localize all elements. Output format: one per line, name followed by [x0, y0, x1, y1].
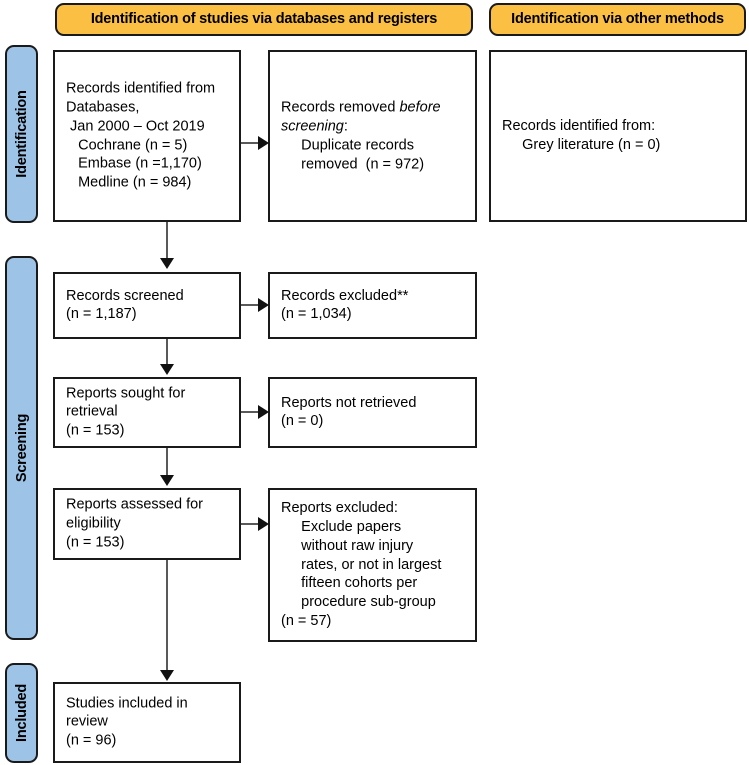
- arrowhead-sought-to-not-retrieved: [258, 405, 269, 419]
- records-excluded-line1: Records excluded**: [281, 287, 409, 304]
- box-records-screened: Records screened (n = 1,187): [53, 272, 241, 339]
- box-records-identified-text: Records identified from Databases, Jan 2…: [66, 79, 231, 192]
- reports-sought-line1: Reports sought for: [66, 385, 186, 402]
- records-identified-line6: Medline (n = 984): [66, 174, 192, 191]
- reports-excluded-line4: rates, or not in largest: [281, 556, 442, 573]
- reports-excluded-line6: procedure sub-group: [281, 594, 436, 611]
- reports-assessed-line2: eligibility: [66, 515, 121, 532]
- connector-identified-to-removed: [241, 142, 261, 144]
- box-records-screened-text: Records screened (n = 1,187): [66, 287, 231, 325]
- box-reports-excluded-text: Reports excluded: Exclude papers without…: [281, 499, 467, 631]
- studies-included-line2: review: [66, 714, 108, 731]
- phase-label-screening-text: Screening: [13, 413, 30, 483]
- records-removed-detail1: Duplicate records: [281, 137, 414, 153]
- reports-not-retrieved-line1: Reports not retrieved: [281, 394, 417, 411]
- records-identified-line4: Cochrane (n = 5): [66, 137, 188, 153]
- arrowhead-screened-to-sought: [160, 364, 174, 375]
- reports-sought-line3: (n = 153): [66, 422, 125, 439]
- connector-assessed-to-included: [166, 560, 168, 675]
- phase-label-identification: Identification: [5, 45, 38, 223]
- studies-included-line3: (n = 96): [66, 732, 117, 749]
- box-reports-assessed-text: Reports assessed for eligibility (n = 15…: [66, 496, 231, 553]
- box-records-excluded-text: Records excluded** (n = 1,034): [281, 287, 467, 325]
- arrowhead-assessed-to-excluded: [258, 517, 269, 531]
- reports-excluded-line3: without raw injury: [281, 537, 414, 554]
- reports-sought-line2: retrieval: [66, 404, 118, 421]
- header-databases-registers-label: Identification of studies via databases …: [90, 10, 438, 27]
- box-other-identified: Records identified from: Grey literature…: [489, 50, 747, 222]
- box-reports-not-retrieved-text: Reports not retrieved (n = 0): [281, 394, 467, 432]
- box-records-removed-text: Records removed before screening: Duplic…: [281, 98, 467, 173]
- arrowhead-assessed-to-included: [160, 670, 174, 681]
- arrowhead-identified-to-screened: [160, 258, 174, 269]
- records-screened-line2: (n = 1,187): [66, 306, 137, 323]
- reports-not-retrieved-line2: (n = 0): [281, 413, 324, 430]
- connector-sought-to-not-retrieved: [241, 411, 261, 413]
- box-reports-excluded: Reports excluded: Exclude papers without…: [268, 488, 477, 642]
- arrowhead-sought-to-assessed: [160, 475, 174, 486]
- box-reports-sought-text: Reports sought for retrieval (n = 153): [66, 384, 231, 441]
- other-identified-line2: Grey literature (n = 0): [502, 137, 661, 153]
- records-excluded-line2: (n = 1,034): [281, 306, 352, 323]
- records-removed-emphasis: before screening: [281, 99, 445, 135]
- reports-excluded-line7: (n = 57): [281, 613, 332, 630]
- connector-identified-to-screened: [166, 222, 168, 264]
- connector-screened-to-sought: [166, 339, 168, 369]
- connector-sought-to-assessed: [166, 448, 168, 480]
- box-reports-sought: Reports sought for retrieval (n = 153): [53, 377, 241, 448]
- header-other-methods-label: Identification via other methods: [511, 10, 724, 27]
- box-records-excluded: Records excluded** (n = 1,034): [268, 272, 477, 339]
- reports-assessed-line1: Reports assessed for: [66, 496, 204, 513]
- records-removed-colon: :: [343, 118, 348, 135]
- connector-assessed-to-excluded: [241, 523, 261, 525]
- box-reports-assessed: Reports assessed for eligibility (n = 15…: [53, 488, 241, 560]
- reports-excluded-line2: Exclude papers: [281, 518, 402, 535]
- records-identified-line5: Embase (n =1,170): [66, 155, 202, 172]
- records-removed-detail2: removed (n = 972): [281, 155, 425, 172]
- box-records-identified: Records identified from Databases, Jan 2…: [53, 50, 241, 222]
- records-removed-lead: Records removed: [281, 99, 400, 116]
- phase-label-included-text: Included: [13, 683, 30, 743]
- studies-included-line1: Studies included in: [66, 695, 188, 712]
- reports-excluded-line1: Reports excluded:: [281, 500, 398, 517]
- header-other-methods: Identification via other methods: [489, 3, 746, 36]
- box-studies-included-text: Studies included in review (n = 96): [66, 694, 231, 751]
- reports-excluded-line5: fifteen cohorts per: [281, 575, 418, 592]
- phase-label-included: Included: [5, 663, 38, 763]
- records-identified-line3: Jan 2000 – Oct 2019: [66, 118, 205, 135]
- box-reports-not-retrieved: Reports not retrieved (n = 0): [268, 377, 477, 448]
- box-studies-included: Studies included in review (n = 96): [53, 682, 241, 763]
- box-records-removed: Records removed before screening: Duplic…: [268, 50, 477, 222]
- arrowhead-identified-to-removed: [258, 136, 269, 150]
- box-other-identified-text: Records identified from: Grey literature…: [502, 117, 737, 155]
- connector-screened-to-excluded: [241, 304, 261, 306]
- reports-assessed-line3: (n = 153): [66, 534, 125, 551]
- phase-label-screening: Screening: [5, 256, 38, 640]
- arrowhead-screened-to-excluded: [258, 298, 269, 312]
- phase-label-identification-text: Identification: [13, 90, 30, 178]
- records-screened-line1: Records screened: [66, 287, 184, 304]
- records-identified-line2: Databases,: [66, 99, 140, 116]
- header-databases-registers: Identification of studies via databases …: [55, 3, 473, 36]
- other-identified-line1: Records identified from:: [502, 118, 656, 135]
- records-identified-line1: Records identified from: [66, 80, 216, 97]
